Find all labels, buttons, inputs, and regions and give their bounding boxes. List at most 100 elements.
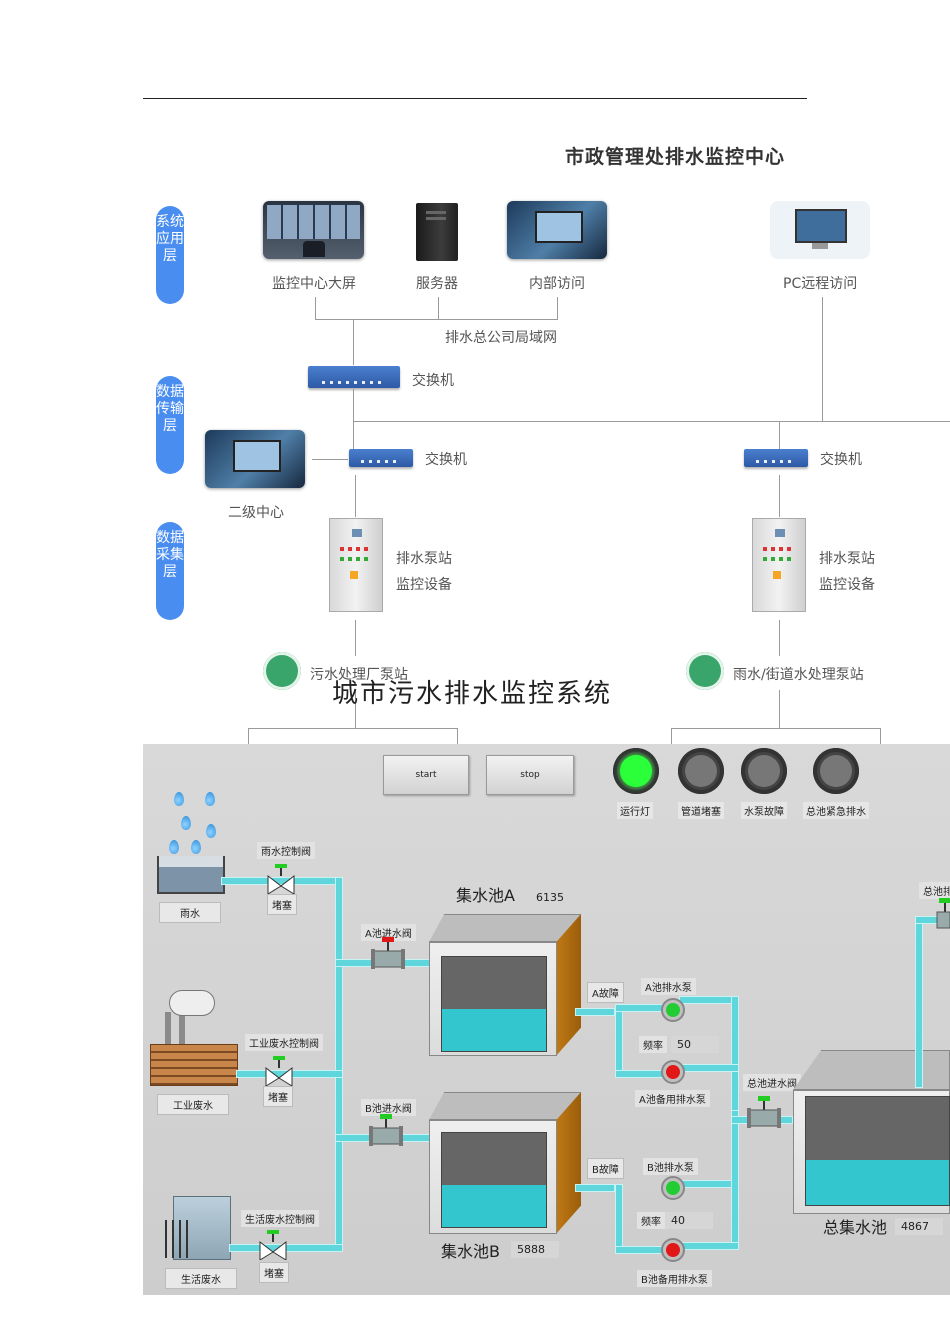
link-line <box>880 728 881 744</box>
a-backup-out-pipe <box>679 1064 739 1072</box>
industrial-valve-label: 工业废水控制阀 <box>245 1034 323 1051</box>
tank-b-level <box>441 1132 547 1228</box>
a-inlet-valve-icon[interactable] <box>371 937 405 973</box>
left-switch-label: 交换机 <box>425 452 467 468</box>
link-line <box>312 459 348 460</box>
b-outlet-pipe <box>615 1184 623 1254</box>
industrial-source-label: 工业废水 <box>157 1094 229 1115</box>
a-pump-icon[interactable] <box>661 998 685 1022</box>
b-fault-label: B故障 <box>587 1158 624 1179</box>
lan-label: 排水总公司局域网 <box>445 330 557 346</box>
tank-a-top <box>429 914 581 942</box>
tank-b-label: 集水池B <box>441 1242 500 1261</box>
total-tank-label: 总集水池 <box>823 1218 888 1237</box>
link-line <box>779 620 780 656</box>
b-outlet-pipe <box>575 1184 615 1192</box>
a-collector-pipe <box>731 996 739 1116</box>
pump-fault-lamp-icon <box>741 748 787 794</box>
lan-bus-line <box>315 319 558 320</box>
domestic-valve-label: 生活废水控制阀 <box>241 1210 319 1227</box>
b-backup-pump-icon[interactable] <box>661 1238 685 1262</box>
a-backup-pump-label: A池备用排水泵 <box>635 1090 710 1107</box>
b-freq-label: 频率 <box>637 1212 665 1229</box>
link-line <box>779 421 780 449</box>
raindrop-icon <box>191 840 201 854</box>
internal-access-label: 内部访问 <box>529 276 585 292</box>
layer-badge-transport: 数据传输层 <box>156 376 184 474</box>
total-inlet-valve-icon[interactable] <box>747 1096 781 1132</box>
total-drain-valve-icon[interactable] <box>935 898 950 934</box>
domestic-valve-icon[interactable] <box>259 1230 287 1260</box>
total-tank-top <box>793 1050 950 1090</box>
rain-valve-icon[interactable] <box>267 864 295 894</box>
link-line <box>457 728 458 744</box>
link-line <box>557 297 558 319</box>
domestic-source-label: 生活废水 <box>165 1268 237 1289</box>
start-button[interactable]: start <box>383 755 469 795</box>
home-station-icon <box>263 652 301 690</box>
industrial-blocked-label: 堵塞 <box>263 1086 293 1107</box>
link-line <box>822 297 823 421</box>
total-inlet-valve-label: 总池进水阀 <box>743 1074 801 1091</box>
link-line <box>779 475 780 517</box>
server-icon <box>416 203 458 261</box>
a-inlet-valve-label: A池进水阀 <box>361 924 416 941</box>
factory-icon <box>150 1044 238 1086</box>
total-drain-pipe <box>915 920 923 1088</box>
rain-basin-icon <box>157 856 225 894</box>
home-station-icon <box>686 652 724 690</box>
right-pump-station-label: 排水泵站 <box>819 551 875 567</box>
top-rule <box>143 98 807 99</box>
a-outlet-pipe <box>575 1008 615 1016</box>
a-freq-value: 50 <box>671 1036 719 1053</box>
a-backup-pump-icon[interactable] <box>661 1060 685 1084</box>
stop-button[interactable]: stop <box>486 755 574 795</box>
main-switch-label: 交换机 <box>412 373 454 389</box>
chimney-icon <box>165 1012 171 1044</box>
wan-bus-line <box>353 421 950 422</box>
link-line <box>248 728 249 744</box>
b-inlet-valve-icon[interactable] <box>369 1114 403 1150</box>
tank-a-label: 集水池A <box>456 886 515 905</box>
raindrop-icon <box>205 792 215 806</box>
main-riser-pipe <box>335 877 343 1252</box>
pc-remote-label: PC远程访问 <box>783 276 858 292</box>
emergency-drain-lamp-icon <box>813 748 859 794</box>
big-screen-icon <box>263 201 364 259</box>
total-drain-valve-label: 总池排 <box>919 882 950 899</box>
link-line <box>671 728 672 744</box>
total-tank-value: 4867 <box>895 1218 943 1235</box>
total-tank-level <box>805 1096 950 1206</box>
big-screen-label: 监控中心大屏 <box>272 276 356 292</box>
domestic-blocked-label: 堵塞 <box>259 1262 289 1283</box>
system-title: 城市污水排水监控系统 <box>332 679 613 709</box>
secondary-center-label: 二级中心 <box>228 505 284 521</box>
a-fault-label: A故障 <box>587 982 624 1003</box>
main-switch-icon <box>308 366 400 388</box>
layer-badge-application: 系统应用层 <box>156 206 184 304</box>
rain-valve-label: 雨水控制阀 <box>257 842 315 859</box>
page-title: 市政管理处排水监控中心 <box>565 146 786 168</box>
stairs-icon <box>165 1220 193 1258</box>
raindrop-icon <box>181 816 191 830</box>
link-line <box>353 319 354 365</box>
right-site-label: 雨水/街道水处理泵站 <box>733 667 864 683</box>
left-monitor-device-label: 监控设备 <box>396 577 452 593</box>
layer-badge-collection: 数据采集层 <box>156 522 184 620</box>
run-lamp-label: 运行灯 <box>617 802 653 819</box>
a-freq-label: 频率 <box>639 1036 667 1053</box>
smoke-icon <box>169 990 215 1016</box>
a-pump-label: A池排水泵 <box>641 978 696 995</box>
b-collector-pipe <box>731 1110 739 1250</box>
left-pump-station-label: 排水泵站 <box>396 551 452 567</box>
pump-fault-lamp-label: 水泵故障 <box>741 802 787 819</box>
a-outlet-pipe <box>615 1008 623 1078</box>
raindrop-icon <box>169 840 179 854</box>
tank-a-value: 6135 <box>530 889 578 906</box>
industrial-valve-icon[interactable] <box>265 1056 293 1086</box>
link-line <box>315 297 316 319</box>
right-switch-icon <box>744 449 808 467</box>
b-pump-icon[interactable] <box>661 1176 685 1200</box>
b-backup-pump-label: B池备用排水泵 <box>637 1270 712 1287</box>
rain-blocked-label: 堵塞 <box>267 894 297 915</box>
